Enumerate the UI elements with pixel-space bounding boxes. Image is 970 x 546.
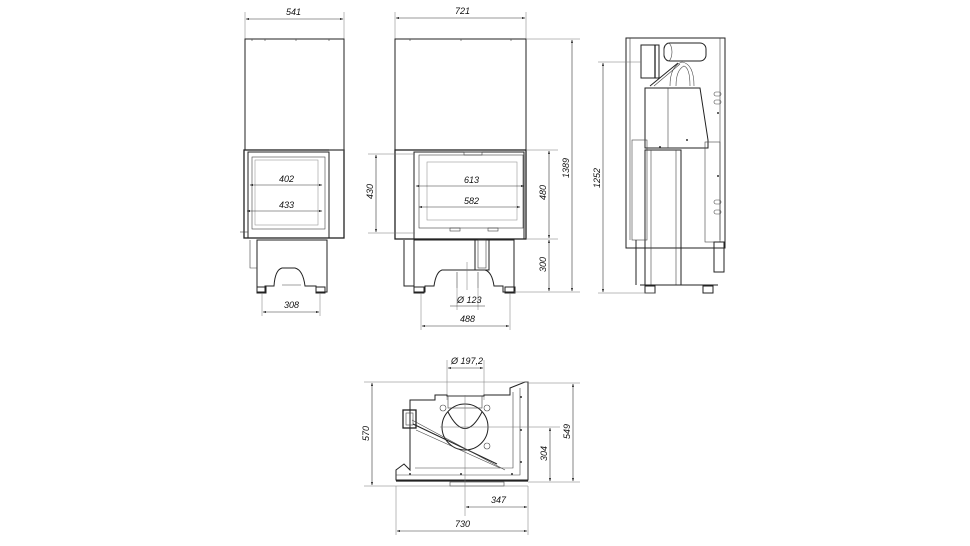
dim-730: 730 bbox=[455, 519, 470, 529]
dim-304: 304 bbox=[539, 446, 549, 461]
dim-480: 480 bbox=[538, 185, 548, 200]
side-view: 1252 bbox=[592, 37, 726, 294]
front-main-view: 721 613 582 430 480 bbox=[365, 6, 580, 330]
dim-549: 549 bbox=[562, 424, 572, 439]
top-view: Ø 197,2 570 bbox=[361, 356, 580, 535]
front-left-view: 541 402 433 308 bbox=[240, 7, 345, 316]
dim-721: 721 bbox=[455, 6, 470, 16]
dim-433: 433 bbox=[279, 200, 294, 210]
dim-582: 582 bbox=[464, 196, 479, 206]
dim-541: 541 bbox=[286, 7, 301, 17]
dim-430: 430 bbox=[365, 184, 375, 199]
dim-402: 402 bbox=[279, 174, 294, 184]
dim-phi-123: Ø 123 bbox=[456, 295, 482, 305]
dim-488: 488 bbox=[460, 314, 475, 324]
dim-308: 308 bbox=[284, 300, 299, 310]
dim-300: 300 bbox=[538, 257, 548, 272]
dim-613: 613 bbox=[464, 175, 479, 185]
dim-1252: 1252 bbox=[592, 168, 602, 188]
dim-347: 347 bbox=[491, 495, 507, 505]
dim-570: 570 bbox=[361, 426, 371, 441]
dim-1389: 1389 bbox=[561, 158, 571, 178]
dim-phi-197: Ø 197,2 bbox=[450, 356, 483, 366]
